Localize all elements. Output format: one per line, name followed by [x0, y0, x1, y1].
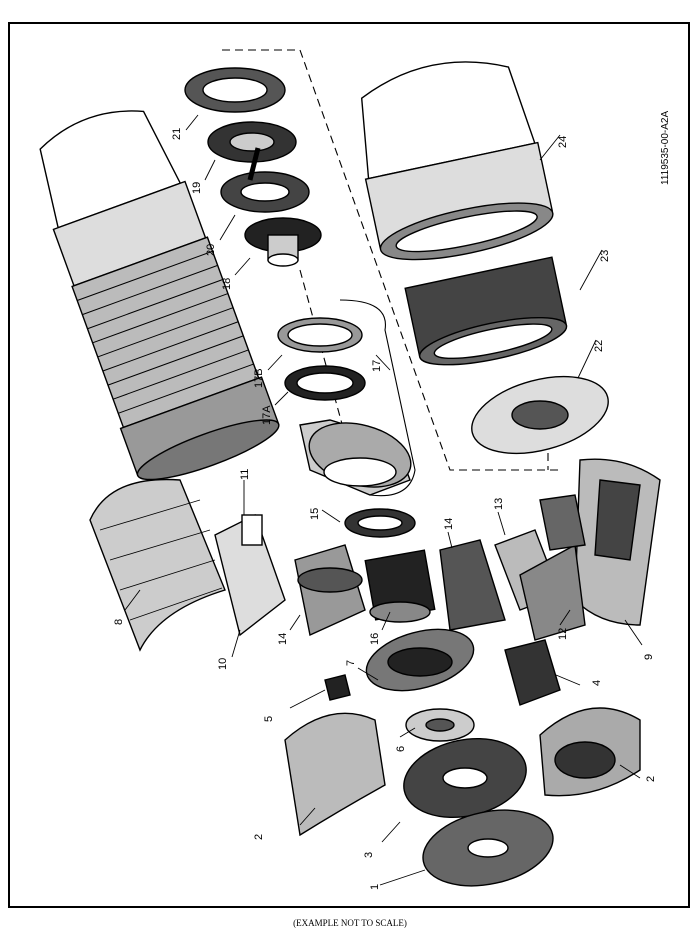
combustor-row	[294, 494, 586, 641]
callout-13: 13	[493, 498, 505, 510]
callout-18: 18	[221, 278, 233, 290]
callout-9: 9	[643, 654, 655, 660]
callout-16: 16	[369, 633, 381, 645]
callout-22: 22	[593, 340, 605, 352]
callout-4: 4	[591, 680, 603, 686]
callout-7: 7	[345, 660, 357, 666]
callout-5: 5	[263, 716, 275, 722]
callout-14b: 14	[277, 633, 289, 645]
figure-caption: (EXAMPLE NOT TO SCALE)	[293, 918, 407, 928]
callout-8: 8	[113, 619, 125, 625]
exhaust-assembly	[360, 61, 568, 366]
figure-id-code: 1119535-00-A2A	[660, 111, 671, 185]
assembled-engine	[39, 110, 280, 481]
callout-24: 24	[557, 136, 569, 148]
callout-2a: 2	[253, 834, 265, 840]
upper-disc-stack	[184, 67, 322, 267]
callout-15: 15	[309, 508, 321, 520]
casing-halves	[89, 458, 661, 652]
callout-3: 3	[363, 852, 375, 858]
callout-11: 11	[239, 469, 251, 480]
callout-19: 19	[191, 182, 203, 194]
callout-17: 17	[371, 360, 383, 372]
leader-lines	[124, 114, 643, 886]
callout-21: 21	[171, 128, 183, 140]
callout-20: 20	[205, 244, 217, 256]
callout-6: 6	[395, 746, 407, 752]
compressor-row	[284, 628, 641, 887]
callout-14a: 14	[443, 518, 455, 530]
callout-labels: 21 19 20 18 17B 17A 17 24 23 22 11 15 14…	[113, 111, 671, 890]
callout-17b: 17B	[253, 368, 265, 388]
callout-17a: 17A	[261, 405, 273, 425]
callout-23: 23	[599, 250, 611, 262]
callout-2b: 2	[645, 776, 657, 782]
callout-1: 1	[369, 884, 381, 890]
callout-12: 12	[557, 628, 569, 640]
middle-ring-stack	[277, 299, 416, 538]
callout-10: 10	[217, 658, 229, 670]
